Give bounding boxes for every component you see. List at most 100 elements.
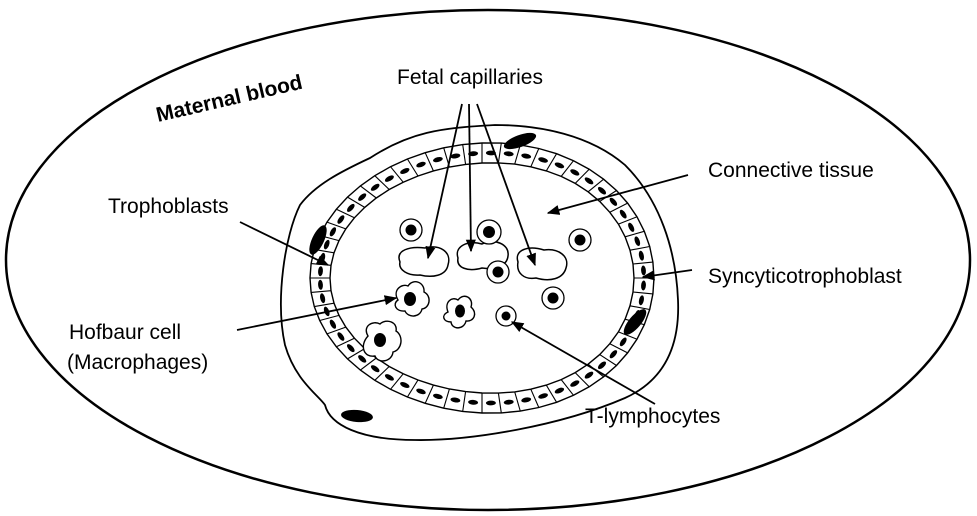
trophoblast-ring-outer: [310, 143, 654, 413]
trophoblast-cell-wall: [546, 385, 556, 402]
trophoblast-nucleus: [336, 214, 346, 225]
trophoblast-cell-wall: [610, 344, 628, 353]
trophoblast-nucleus: [318, 280, 324, 290]
trophoblast-cell-wall: [444, 389, 450, 408]
trophoblast-cell-wall: [610, 203, 628, 212]
trophoblast-cell-wall: [407, 380, 418, 397]
trophoblast-nucleus: [432, 156, 443, 163]
trophoblast-cell-wall: [633, 292, 653, 294]
trophoblast-nucleus: [486, 401, 496, 406]
trophoblast-nucleus: [569, 168, 580, 177]
trophoblast-cell-wall: [498, 393, 501, 413]
trophoblast-cell-wall: [618, 217, 637, 224]
trophoblast-nucleus: [638, 295, 645, 306]
trophoblast-nucleus: [399, 167, 410, 176]
trophoblast-nucleus: [319, 293, 326, 304]
hofbauer-cell: [444, 296, 475, 328]
connective-tissue-cell: [400, 219, 422, 241]
trophoblast-cell-wall: [515, 392, 521, 411]
trophoblast-nucleus: [468, 399, 478, 405]
trophoblast-nucleus: [584, 370, 595, 380]
trophoblast-cell-wall: [391, 167, 404, 183]
fetal-capillary: [399, 247, 449, 276]
trophoblast-nucleus: [370, 182, 381, 192]
trophoblast-cell-wall: [336, 209, 354, 218]
hofbauer-cell: [395, 282, 429, 316]
trophoblast-cell-wall: [546, 154, 556, 171]
trophoblast-cell-ring: [310, 143, 654, 413]
macrophages-label: (Macrophages): [67, 351, 208, 374]
trophoblast-nucleus: [618, 336, 628, 347]
connective-tissue-cell: [477, 220, 501, 244]
connective-tissue-cell: [487, 261, 509, 283]
trophoblast-nucleus: [641, 280, 646, 290]
trophoblast-nucleus: [415, 161, 426, 169]
trophoblast-nucleus: [641, 265, 646, 275]
trophoblast-nucleus: [521, 397, 532, 404]
trophoblast-cell-wall: [407, 159, 418, 176]
trophoblast-nucleus: [521, 153, 532, 160]
trophoblasts-label: Trophoblasts: [108, 195, 229, 218]
trophoblast-nucleus: [538, 392, 549, 399]
trophoblast-cell-wall: [531, 389, 539, 407]
trophoblast-nucleus: [328, 319, 337, 330]
trophoblast-nucleus: [384, 174, 395, 183]
trophoblast-cell-wall: [463, 145, 466, 165]
trophoblast-cell-wall: [336, 338, 354, 347]
trophoblast-cell-wall: [391, 374, 404, 390]
trophoblast-cell-wall: [425, 385, 433, 403]
trophoblast-nucleus: [597, 186, 608, 196]
trophoblast-nucleus: [384, 373, 395, 382]
trophoblast-nucleus: [503, 151, 513, 157]
trophoblast-nucleus: [450, 397, 461, 403]
trophoblast-cell-wall: [561, 380, 573, 396]
trophoblast-nucleus: [328, 226, 337, 237]
hofbauer-cell: [363, 321, 401, 361]
trophoblast-nucleus: [597, 360, 608, 370]
trophoblast-nucleus: [415, 387, 426, 395]
arrow-fetal-capillary-1: [428, 104, 462, 258]
trophoblast-cell-wall: [320, 315, 339, 320]
trophoblast-nucleus: [399, 381, 410, 390]
trophoblast-cell-wall: [531, 149, 539, 167]
trophoblast-nucleus: [346, 343, 356, 354]
trophoblast-nucleus: [357, 192, 368, 202]
trophoblast-cell-wall: [463, 392, 466, 412]
trophoblast-cell-wall: [630, 247, 650, 251]
trophoblast-nucleus: [554, 161, 565, 169]
trophoblast-nucleus: [346, 203, 356, 214]
trophoblast-cell-wall: [311, 291, 331, 293]
t-lymphocytes-label: T-lymphocytes: [585, 405, 720, 428]
trophoblast-nucleus: [608, 349, 618, 360]
trophoblast-cell-wall: [625, 231, 644, 237]
trophoblast-cell-wall: [630, 306, 650, 310]
trophoblast-nucleus: [503, 399, 513, 405]
trophoblast-cell-wall: [327, 222, 346, 229]
trophoblast-nucleus: [627, 222, 636, 233]
trophoblast-nucleus: [370, 364, 381, 374]
trophoblast-cell-wall: [327, 327, 346, 334]
connective-tissue-cell: [569, 229, 591, 251]
syncytial-nucleus: [341, 409, 374, 424]
syncytiotrophoblast-label: Syncyticotrophoblast: [708, 265, 902, 288]
trophoblast-nucleus: [584, 176, 595, 186]
trophoblast-cell-wall: [498, 143, 501, 163]
fetal-capillary: [517, 248, 566, 280]
trophoblast-nucleus: [318, 266, 324, 276]
trophoblast-cell-wall: [425, 153, 433, 171]
trophoblast-nucleus: [554, 386, 565, 394]
trophoblast-nucleus: [336, 331, 346, 342]
trophoblast-nucleus: [638, 250, 645, 261]
trophoblast-nucleus: [608, 196, 618, 207]
trophoblast-nucleus: [618, 209, 628, 220]
maternal-blood-label: Maternal blood: [154, 71, 305, 127]
arrow-t-lymphocytes: [512, 322, 655, 404]
trophoblast-nucleus: [432, 393, 443, 400]
trophoblast-cell-wall: [633, 262, 653, 264]
trophoblast-nucleus: [538, 156, 549, 163]
trophoblast-nucleus: [633, 236, 641, 247]
syncytial-nucleus: [502, 130, 538, 153]
hofbaur-cell-label: Hofbaur cell: [69, 321, 181, 344]
trophoblast-cell-wall: [314, 303, 334, 306]
